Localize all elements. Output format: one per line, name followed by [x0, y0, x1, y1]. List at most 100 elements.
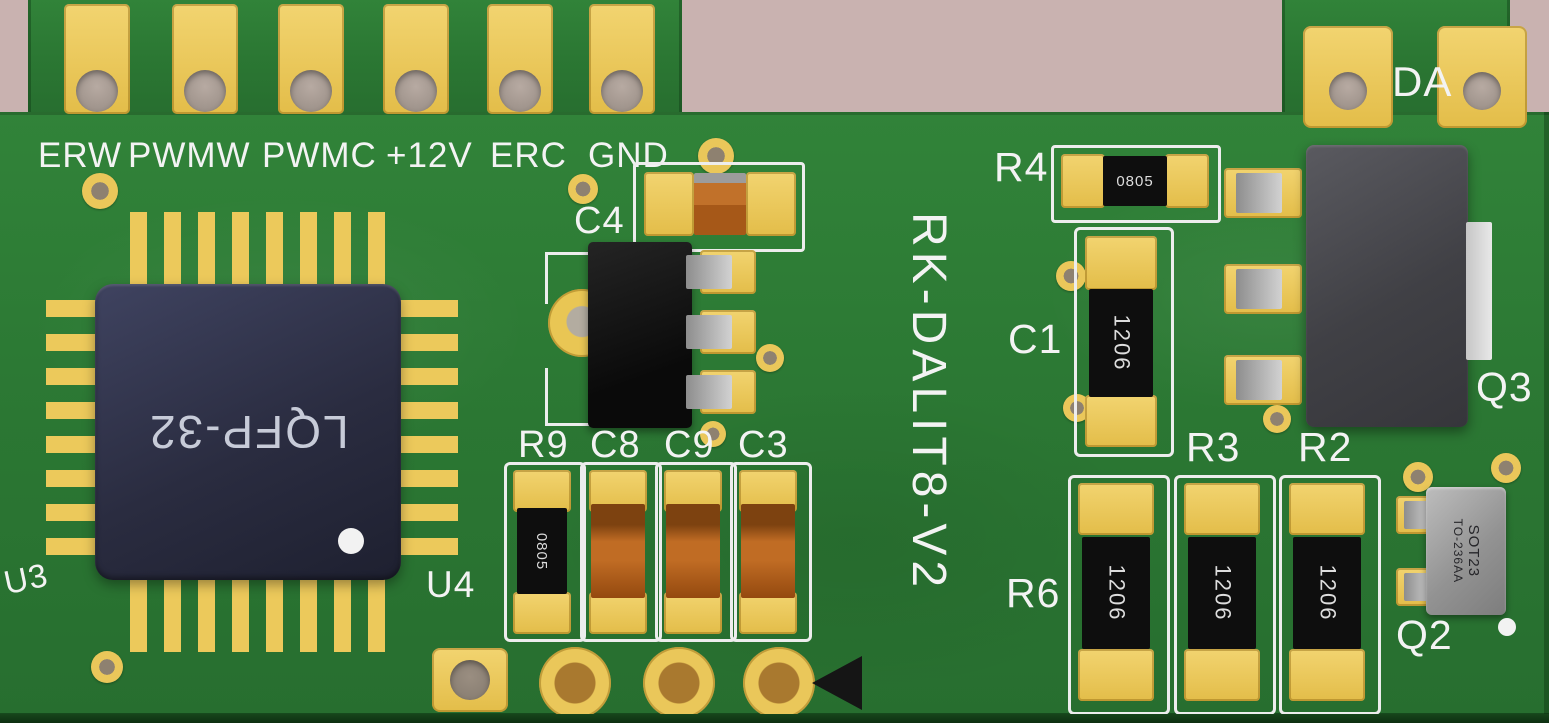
u3-pins-top	[130, 212, 386, 286]
silkscreen-line	[545, 252, 548, 304]
smd-pad	[589, 592, 647, 634]
through-hole-pad-pwmc	[278, 4, 344, 114]
q2-silkscreen-dot	[1498, 618, 1516, 636]
u3-pins-bottom	[130, 576, 386, 652]
via	[1491, 453, 1521, 483]
c3-capacitor-body	[741, 504, 795, 598]
pad-hole	[395, 70, 437, 112]
c4-capacitor-body	[694, 173, 746, 235]
u3-package-marking: LQFP-32	[147, 406, 349, 458]
r3-silkscreen-outline	[1174, 475, 1276, 715]
round-through-hole-pad	[643, 647, 715, 719]
regulator-lead	[686, 375, 732, 409]
r4-resistor-body: 0805	[1103, 156, 1167, 206]
c9-silkscreen-outline	[655, 462, 737, 642]
q3-lead	[1236, 173, 1282, 213]
smd-pad	[1085, 395, 1157, 447]
r9-resistor-body: 0805	[517, 508, 567, 594]
smd-pad	[1165, 154, 1209, 208]
r2-silkscreen-outline	[1279, 475, 1381, 715]
q2-transistor-body: SOT23 TO-236AA	[1426, 487, 1506, 615]
regulator-lead	[686, 255, 732, 289]
square-through-hole-pad	[432, 648, 508, 712]
smd-pad	[1289, 649, 1365, 701]
r6-resistor-body: 1206	[1082, 537, 1150, 649]
pad-hole	[1329, 72, 1367, 110]
u3-pin1-dot	[338, 528, 364, 554]
r2-resistor-body: 1206	[1293, 537, 1361, 649]
pcb-top-connector-tab	[28, 0, 682, 116]
label-erc: ERC	[490, 136, 567, 175]
r9-size-marking: 0805	[533, 532, 551, 570]
label-r6: R6	[1006, 570, 1061, 616]
polarity-triangle-marker	[812, 656, 862, 710]
label-c1: C1	[1008, 316, 1063, 362]
label-r9: R9	[518, 424, 569, 466]
label-r4: R4	[994, 144, 1049, 190]
label-gnd: GND	[588, 136, 669, 175]
r3-size-marking: 1206	[1209, 564, 1235, 622]
via	[756, 344, 784, 372]
smd-pad	[664, 592, 722, 634]
q2-marking-line1: SOT23	[1464, 524, 1482, 578]
silkscreen-line	[545, 423, 607, 426]
smd-pad	[1078, 483, 1154, 535]
via	[698, 138, 734, 174]
q3-lead	[1236, 269, 1282, 309]
label-erw: ERW	[38, 136, 123, 175]
pad-hole	[499, 70, 541, 112]
via	[1263, 405, 1291, 433]
u4-regulator-body	[588, 242, 692, 428]
through-hole-pad-da-1	[1303, 26, 1393, 128]
c8-capacitor-body	[591, 504, 645, 598]
q3-lead	[1236, 360, 1282, 400]
q3-metal-tab	[1466, 222, 1492, 360]
pad-hole	[184, 70, 226, 112]
q2-marking-line2: TO-236AA	[1451, 518, 1466, 584]
board-title: RK-DALIT8-V2	[902, 212, 955, 593]
c1-capacitor-body: 1206	[1089, 289, 1153, 397]
c9-capacitor-body	[666, 504, 720, 598]
pad-hole	[1463, 72, 1501, 110]
through-hole-pad-erw	[64, 4, 130, 114]
via	[568, 174, 598, 204]
label-pwmw: PWMW	[128, 136, 251, 175]
via	[91, 651, 123, 683]
smd-pad	[513, 592, 571, 634]
label-12v: +12V	[386, 136, 473, 175]
pad-hole	[76, 70, 118, 112]
r3-resistor-body: 1206	[1188, 537, 1256, 649]
label-u4: U4	[426, 564, 476, 605]
silkscreen-line	[545, 368, 548, 426]
c4-pad	[746, 172, 796, 236]
smd-pad	[739, 592, 797, 634]
r6-size-marking: 1206	[1103, 564, 1129, 622]
label-q3: Q3	[1476, 364, 1533, 410]
r6-silkscreen-outline	[1068, 475, 1170, 715]
pad-hole	[601, 70, 643, 112]
through-hole-pad-gnd	[589, 4, 655, 114]
c3-silkscreen-outline	[730, 462, 812, 642]
via	[700, 421, 726, 447]
smd-pad	[1184, 483, 1260, 535]
label-r2: R2	[1298, 424, 1353, 470]
through-hole-pad-pwmw	[172, 4, 238, 114]
smd-pad	[1289, 483, 1365, 535]
pcb-bottom-edge	[0, 714, 1549, 723]
round-through-hole-pad	[743, 647, 815, 719]
smd-pad	[1078, 649, 1154, 701]
pad-hole	[290, 70, 332, 112]
regulator-lead	[686, 315, 732, 349]
c4-pad	[644, 172, 694, 236]
r9-silkscreen-outline	[504, 462, 586, 642]
c1-silkscreen-outline	[1074, 227, 1174, 457]
round-through-hole-pad	[539, 647, 611, 719]
q3-transistor-body	[1306, 145, 1468, 427]
pad-hole	[450, 660, 490, 700]
smd-pad	[1184, 649, 1260, 701]
label-c9: C9	[664, 424, 715, 466]
smd-pad	[1061, 154, 1105, 208]
c8-silkscreen-outline	[580, 462, 662, 642]
via	[82, 173, 118, 209]
